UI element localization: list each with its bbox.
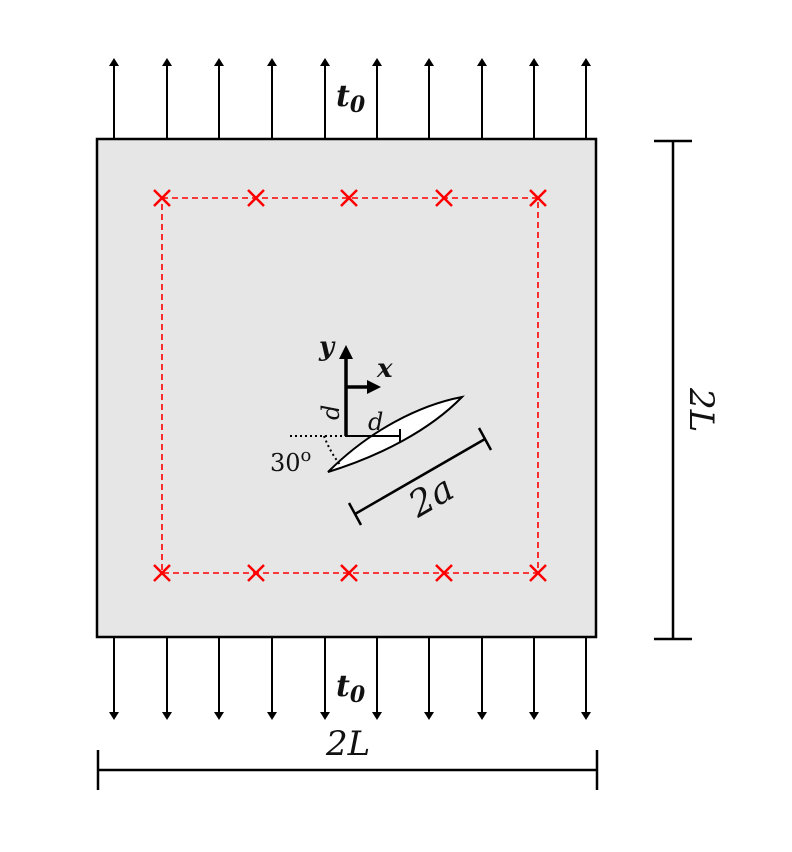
bottom-traction-arrows bbox=[109, 637, 591, 720]
traction-bottom-label: t0 bbox=[336, 669, 366, 708]
traction-top-label: t0 bbox=[336, 79, 366, 118]
top-marker-x bbox=[247, 189, 265, 207]
top-marker-x bbox=[529, 189, 547, 207]
top-marker-x bbox=[153, 189, 171, 207]
bottom-marker-x bbox=[435, 564, 453, 582]
top-traction-arrows bbox=[109, 58, 591, 139]
width-dimension-label: 2L bbox=[325, 724, 370, 764]
d-vertical-label: d bbox=[317, 405, 345, 420]
crack-length-dimension bbox=[347, 427, 493, 526]
crack bbox=[327, 395, 465, 473]
height-dimension-label: 2L bbox=[681, 387, 721, 432]
angle-arc bbox=[323, 435, 342, 467]
top-marker-x bbox=[340, 189, 358, 207]
axis-y-label: y bbox=[318, 332, 336, 362]
bottom-marker-x bbox=[153, 564, 171, 582]
bottom-marker-x bbox=[529, 564, 547, 582]
dashed-integration-path bbox=[161, 197, 539, 574]
bottom-marker-x bbox=[247, 564, 265, 582]
width-dimension bbox=[96, 750, 599, 790]
integration-point-markers bbox=[153, 189, 547, 582]
d-horizontal-label: d bbox=[368, 408, 383, 436]
angle-label: 30o bbox=[270, 445, 311, 477]
bottom-marker-x bbox=[340, 564, 358, 582]
d-offset-dimensions bbox=[345, 388, 401, 443]
axis-x-label: x bbox=[376, 354, 393, 384]
height-dimension bbox=[654, 139, 692, 641]
top-marker-x bbox=[435, 189, 453, 207]
